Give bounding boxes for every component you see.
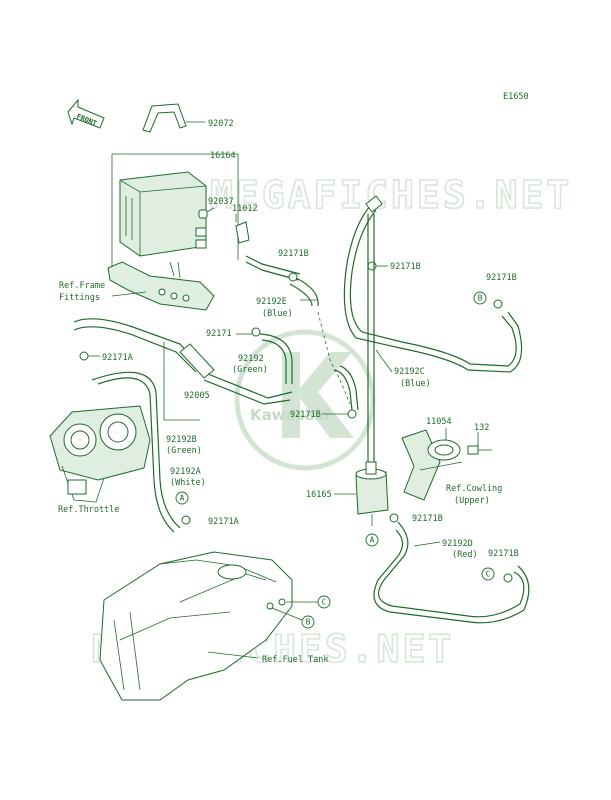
watermark-top: MEGAFICHES.NET [210, 173, 572, 217]
hose-92192-green [259, 333, 293, 384]
label-92192-color: (Green) [232, 365, 268, 375]
logo-k-icon [282, 352, 354, 438]
label-92192e: 92192E [256, 297, 287, 307]
label-ref-frame-1: Ref.Frame [59, 281, 105, 291]
tank-fitting-b [266, 602, 274, 610]
label-92192b-color: (Green) [166, 446, 202, 456]
clamp-92037 [198, 207, 215, 219]
kawasaki-logo: Kawasaki [234, 329, 376, 471]
label-92192: 92192 [238, 354, 264, 364]
hose-link [245, 255, 301, 281]
dashed-route [317, 311, 351, 405]
fitting-92005 [179, 343, 215, 379]
connector-b-top [473, 291, 487, 305]
label-92171b-4: 92171B [290, 410, 321, 420]
label-92171: 92171 [206, 329, 232, 339]
bracket-11054 [401, 429, 463, 501]
connector-c-tank-label: C [322, 598, 327, 607]
label-92171b-2: 92171B [390, 262, 421, 272]
label-92171b-1: 92171B [278, 249, 309, 259]
hose-92192d [373, 521, 530, 624]
hose-end-cap [365, 195, 383, 213]
connector-b-tank-label: B [306, 618, 311, 627]
label-11012: 11012 [232, 204, 258, 214]
label-92192b: 92192B [166, 435, 197, 445]
label-92171b-5: 92171B [412, 514, 443, 524]
logo-text: Kawasaki [250, 406, 330, 424]
fuel-tank [99, 551, 293, 701]
connector-c-right [481, 567, 495, 581]
logo-ring [234, 329, 376, 471]
tank-fitting-c [278, 598, 286, 606]
bracket-92072 [142, 103, 205, 133]
hose-vertical [367, 214, 375, 470]
label-92192d-color: (Red) [452, 550, 478, 560]
connector-c-tank [317, 595, 331, 609]
label-92171a-1: 92171A [102, 353, 133, 363]
hose-92192c-inner [349, 209, 517, 367]
hose-92192b [73, 318, 201, 373]
label-ref-cowling-1: Ref.Cowling [446, 484, 502, 494]
cap-11012 [235, 214, 250, 244]
label-92192a: 92192A [170, 467, 201, 477]
label-ref-throttle: Ref.Throttle [58, 505, 119, 515]
label-92171b-3: 92171B [486, 273, 517, 283]
frame-fittings-bracket [107, 261, 215, 311]
clamp-92171b-3 [493, 299, 503, 309]
clamp-92171b-4 [347, 409, 357, 419]
hose-92192a [91, 371, 181, 533]
connector-a-left [175, 491, 189, 505]
hose-92192e [289, 277, 319, 307]
connector-c-right-label: C [486, 570, 491, 579]
hose-fitting-link [203, 373, 293, 405]
label-92037: 92037 [208, 197, 234, 207]
label-92005: 92005 [184, 391, 210, 401]
connector-b-top-label: B [478, 294, 483, 303]
front-arrow-icon: FRONT [67, 98, 105, 129]
connector-a-left-label: A [180, 494, 185, 503]
label-92192c: 92192C [394, 367, 425, 377]
connector-a-right-label: A [370, 536, 375, 545]
canister-16164 [119, 171, 207, 257]
valve-16165 [355, 461, 389, 526]
label-16165: 16165 [306, 490, 332, 500]
clamp-92171a-1 [79, 351, 89, 361]
label-11054: 11054 [426, 417, 452, 427]
label-92171a-2: 92171A [208, 517, 239, 527]
clamp-92171b-2 [367, 261, 377, 271]
leader-16164 [112, 153, 239, 155]
label-92192e-color: (Blue) [262, 309, 293, 319]
clamp-92171b-5 [389, 513, 399, 523]
hose-92192c-outer [343, 205, 523, 373]
label-ref-cowling-2: (Upper) [454, 496, 490, 506]
label-ref-fuel-tank: Ref.Fuel Tank [262, 655, 329, 665]
label-92072: 92072 [208, 119, 234, 129]
label-ref-frame-2: Fittings [59, 293, 100, 303]
hose-segment-mid [333, 365, 359, 411]
label-92192d: 92192D [442, 539, 473, 549]
connector-a-right [365, 533, 379, 547]
clamp-92171b-6 [503, 573, 513, 583]
clamp-92171a-2 [181, 515, 191, 525]
bolt-132 [467, 445, 492, 455]
label-132: 132 [474, 423, 489, 433]
label-16164: 16164 [210, 151, 236, 161]
throttle-body [49, 405, 151, 503]
clamp-92171 [251, 327, 261, 337]
connector-b-tank [301, 615, 315, 629]
label-92192a-color: (White) [170, 478, 206, 488]
clamp-92171b-1 [288, 272, 298, 282]
diagram-code: E1650 [503, 92, 529, 102]
label-92192c-color: (Blue) [400, 379, 431, 389]
label-92171b-6: 92171B [488, 549, 519, 559]
